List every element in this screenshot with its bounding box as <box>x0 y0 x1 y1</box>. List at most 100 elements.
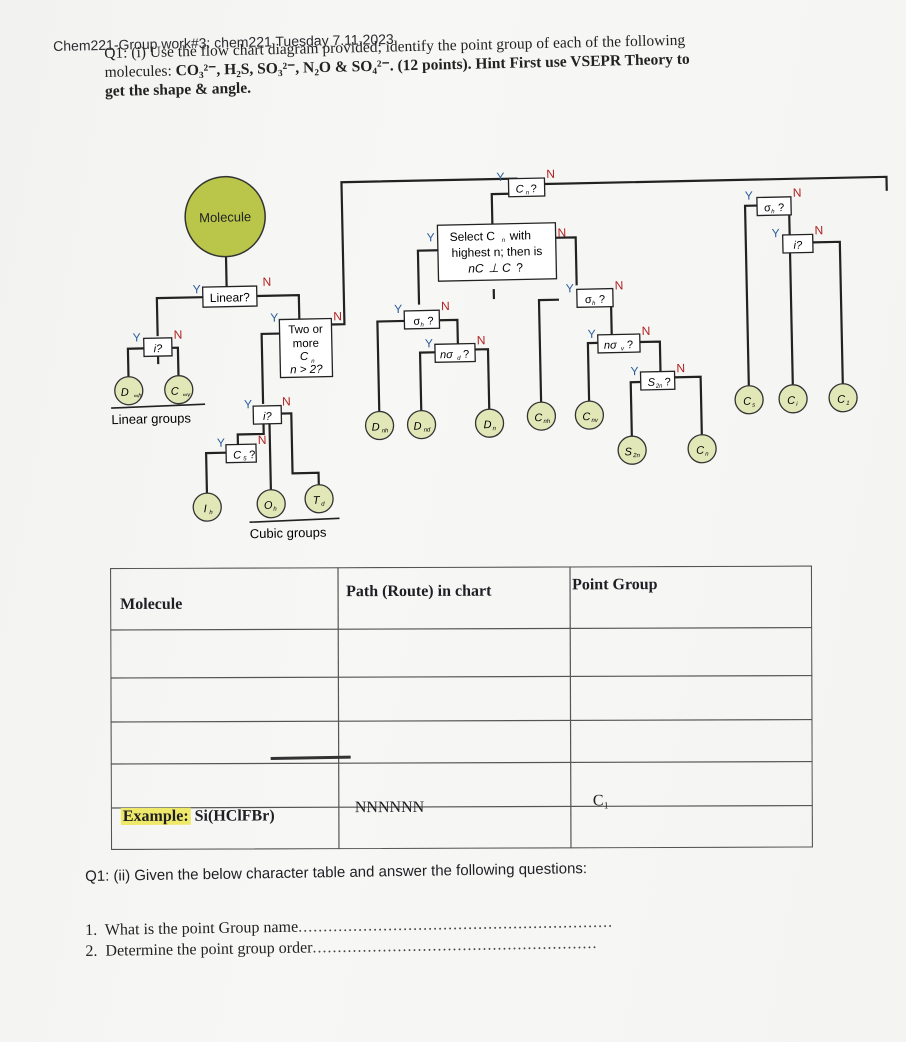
group-cinfv: C <box>171 386 179 398</box>
c5-question: C <box>233 449 241 461</box>
svg-text:n: n <box>502 238 506 244</box>
svg-text:N: N <box>262 275 271 289</box>
group-td: T <box>313 495 321 507</box>
svg-text:C: C <box>300 351 309 363</box>
svg-text:N: N <box>557 226 566 240</box>
svg-text:d: d <box>457 356 461 362</box>
svg-text:Y: Y <box>496 170 504 184</box>
svg-text:more: more <box>293 338 319 351</box>
question-2-title: Q1: (ii) Given the below character table… <box>85 860 588 885</box>
example-molecule: Example: Si(HClFBr) <box>120 807 275 825</box>
molecule-start-node <box>184 175 266 258</box>
svg-text:σ: σ <box>764 202 771 214</box>
svg-text:Y: Y <box>566 281 574 295</box>
svg-text:?: ? <box>627 339 633 351</box>
svg-text:Y: Y <box>426 230 434 244</box>
svg-text:Y: Y <box>425 336 433 350</box>
svg-text:5: 5 <box>243 456 247 462</box>
svg-text:?: ? <box>463 349 469 361</box>
svg-text:h: h <box>273 507 277 513</box>
svg-text:nC: nC <box>468 261 484 275</box>
svg-text:N: N <box>641 324 650 338</box>
example-path: NNNNNN <box>354 798 425 817</box>
svg-text:s: s <box>752 403 755 409</box>
svg-text:?: ? <box>778 202 784 214</box>
svg-text:i: i <box>796 402 798 408</box>
group-ci: C <box>787 395 795 407</box>
svg-text:N: N <box>333 309 342 323</box>
group-ih: I <box>204 503 207 515</box>
start-label: Molecule <box>199 209 251 225</box>
point-group-flowchart: Molecule Linear? Y N i? Y N D ∞h C ∞v Li… <box>111 167 888 542</box>
svg-text:with: with <box>508 228 531 242</box>
svg-text:?: ? <box>531 183 537 195</box>
svg-text:Two or: Two or <box>288 324 323 337</box>
example-point-group: C₁ <box>592 792 610 810</box>
svg-text:∞v: ∞v <box>183 392 191 398</box>
svg-text:N: N <box>814 223 823 237</box>
svg-text:?: ? <box>599 294 605 306</box>
group-dinfh: D <box>121 387 129 399</box>
svg-text:1: 1 <box>846 401 849 407</box>
svg-text:n: n <box>705 452 709 458</box>
svg-text:Y: Y <box>217 436 225 450</box>
question-2-list: 1. What is the point Group name.........… <box>85 914 614 964</box>
svg-text:∞h: ∞h <box>134 393 142 399</box>
svg-text:?: ? <box>427 315 433 327</box>
svg-text:i?: i? <box>263 411 273 423</box>
svg-text:N: N <box>173 328 182 342</box>
svg-text:⊥ C: ⊥ C <box>488 261 511 275</box>
cubic-groups-label: Cubic groups <box>250 525 327 542</box>
svg-text:Y: Y <box>133 330 141 344</box>
svg-text:Y: Y <box>630 364 638 378</box>
group-cn: C <box>696 445 704 457</box>
svg-text:i?: i? <box>793 240 803 252</box>
svg-text:n: n <box>311 359 315 365</box>
group-cnh: C <box>534 412 542 424</box>
inversion-question: i? <box>154 343 164 355</box>
svg-text:?: ? <box>249 449 255 461</box>
svg-text:Y: Y <box>270 311 278 325</box>
svg-text:N: N <box>282 394 291 408</box>
cn-question: C <box>516 183 524 195</box>
svg-text:Y: Y <box>244 397 252 411</box>
svg-text:nv: nv <box>591 418 598 424</box>
s2n-question: S <box>648 377 656 389</box>
sigma-h-question: σ <box>413 316 420 328</box>
svg-text:N: N <box>676 361 685 375</box>
svg-text:N: N <box>546 167 555 181</box>
svg-text:h: h <box>420 323 424 329</box>
linear-groups-label: Linear groups <box>111 410 191 427</box>
svg-text:d: d <box>321 502 325 508</box>
svg-text:2n: 2n <box>655 384 663 390</box>
svg-text:n: n <box>526 190 530 196</box>
n-sigma-d-question: nσ <box>440 349 453 361</box>
svg-text:σ: σ <box>585 294 592 306</box>
svg-text:N: N <box>441 299 450 313</box>
group-oh: O <box>264 500 273 512</box>
svg-text:N: N <box>477 333 486 347</box>
svg-text:Select C: Select C <box>449 229 495 244</box>
group-cnv: C <box>582 411 590 423</box>
svg-text:Y: Y <box>745 189 753 203</box>
select-cn-question: ? <box>516 260 523 274</box>
svg-text:Y: Y <box>771 226 779 240</box>
svg-text:2n: 2n <box>632 453 640 459</box>
svg-text:Y: Y <box>193 282 201 296</box>
svg-text:n: n <box>493 426 497 432</box>
two-or-more-question: n > 2? <box>290 364 323 377</box>
group-dnh: D <box>372 421 380 433</box>
header-molecule: Molecule <box>120 595 183 613</box>
svg-text:v: v <box>621 346 625 352</box>
svg-text:N: N <box>793 186 802 200</box>
header-path: Path (Route) in chart <box>346 582 492 601</box>
svg-text:Y: Y <box>394 302 402 316</box>
n-sigma-v-question: nσ <box>604 340 617 352</box>
svg-text:N: N <box>258 433 267 447</box>
svg-text:?: ? <box>665 376 671 388</box>
svg-text:nd: nd <box>424 427 431 433</box>
svg-text:h: h <box>209 510 213 516</box>
svg-text:h: h <box>771 209 775 215</box>
svg-text:N: N <box>615 278 624 292</box>
